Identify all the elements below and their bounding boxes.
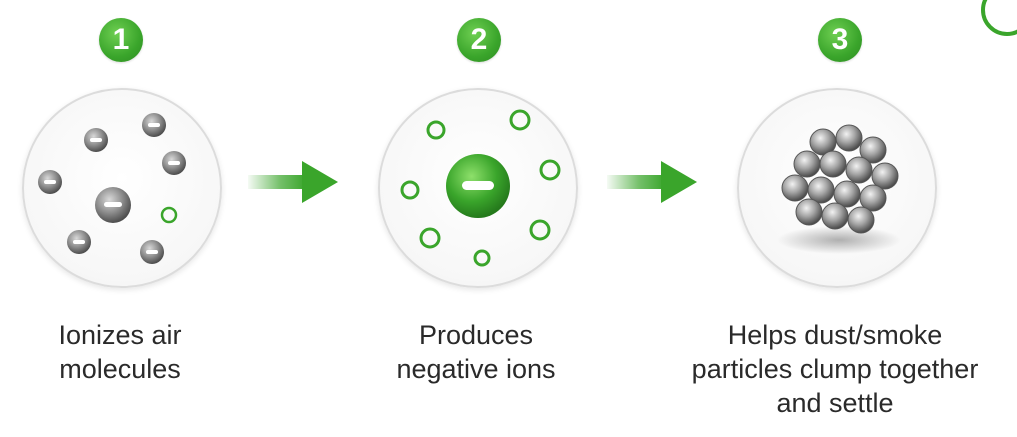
small-ion-ring bbox=[160, 206, 178, 224]
particle-3 bbox=[162, 151, 186, 175]
step-2-circle bbox=[378, 88, 578, 288]
step-2-badge: 2 bbox=[457, 18, 501, 62]
step-3-caption-line-1: Helps dust/smoke bbox=[727, 320, 943, 350]
clumped-particles-icon bbox=[777, 124, 901, 254]
step-1-caption-line-1: Ionizes air bbox=[58, 320, 182, 350]
right-arrow-icon bbox=[607, 161, 697, 203]
negative-ion-icon bbox=[400, 109, 561, 267]
gray-negative-particles-icon bbox=[38, 113, 186, 264]
step-1-number: 1 bbox=[112, 23, 130, 56]
step-1-caption-line-2: molecules bbox=[59, 354, 181, 384]
negative-ion-center bbox=[446, 154, 510, 218]
step-2-caption: Produces negative ions bbox=[356, 318, 596, 386]
step-3-caption-line-2: particles clump together bbox=[691, 354, 979, 384]
step-1-circle bbox=[22, 88, 222, 288]
particle-4 bbox=[38, 170, 62, 194]
ion-rings bbox=[400, 109, 561, 267]
particle-1 bbox=[142, 113, 166, 137]
particle-cluster bbox=[781, 124, 899, 234]
step-2-caption-line-1: Produces bbox=[418, 320, 534, 350]
particle-2 bbox=[84, 128, 108, 152]
step-3-number: 3 bbox=[831, 23, 849, 56]
corner-badge-ring bbox=[981, 0, 1017, 36]
right-arrow-icon bbox=[248, 161, 338, 203]
step-3-badge: 3 bbox=[818, 18, 862, 62]
particle-6 bbox=[140, 240, 164, 264]
particle-center bbox=[95, 187, 131, 223]
particle-5 bbox=[67, 230, 91, 254]
step-1-caption: Ionizes air molecules bbox=[0, 318, 240, 386]
step-1-badge: 1 bbox=[99, 18, 143, 62]
step-3-circle bbox=[737, 88, 937, 288]
step-3-caption: Helps dust/smoke particles clump togethe… bbox=[660, 318, 1010, 420]
step-2-number: 2 bbox=[470, 23, 488, 56]
step-3-caption-line-3: and settle bbox=[776, 388, 894, 418]
step-2-caption-line-2: negative ions bbox=[396, 354, 556, 384]
